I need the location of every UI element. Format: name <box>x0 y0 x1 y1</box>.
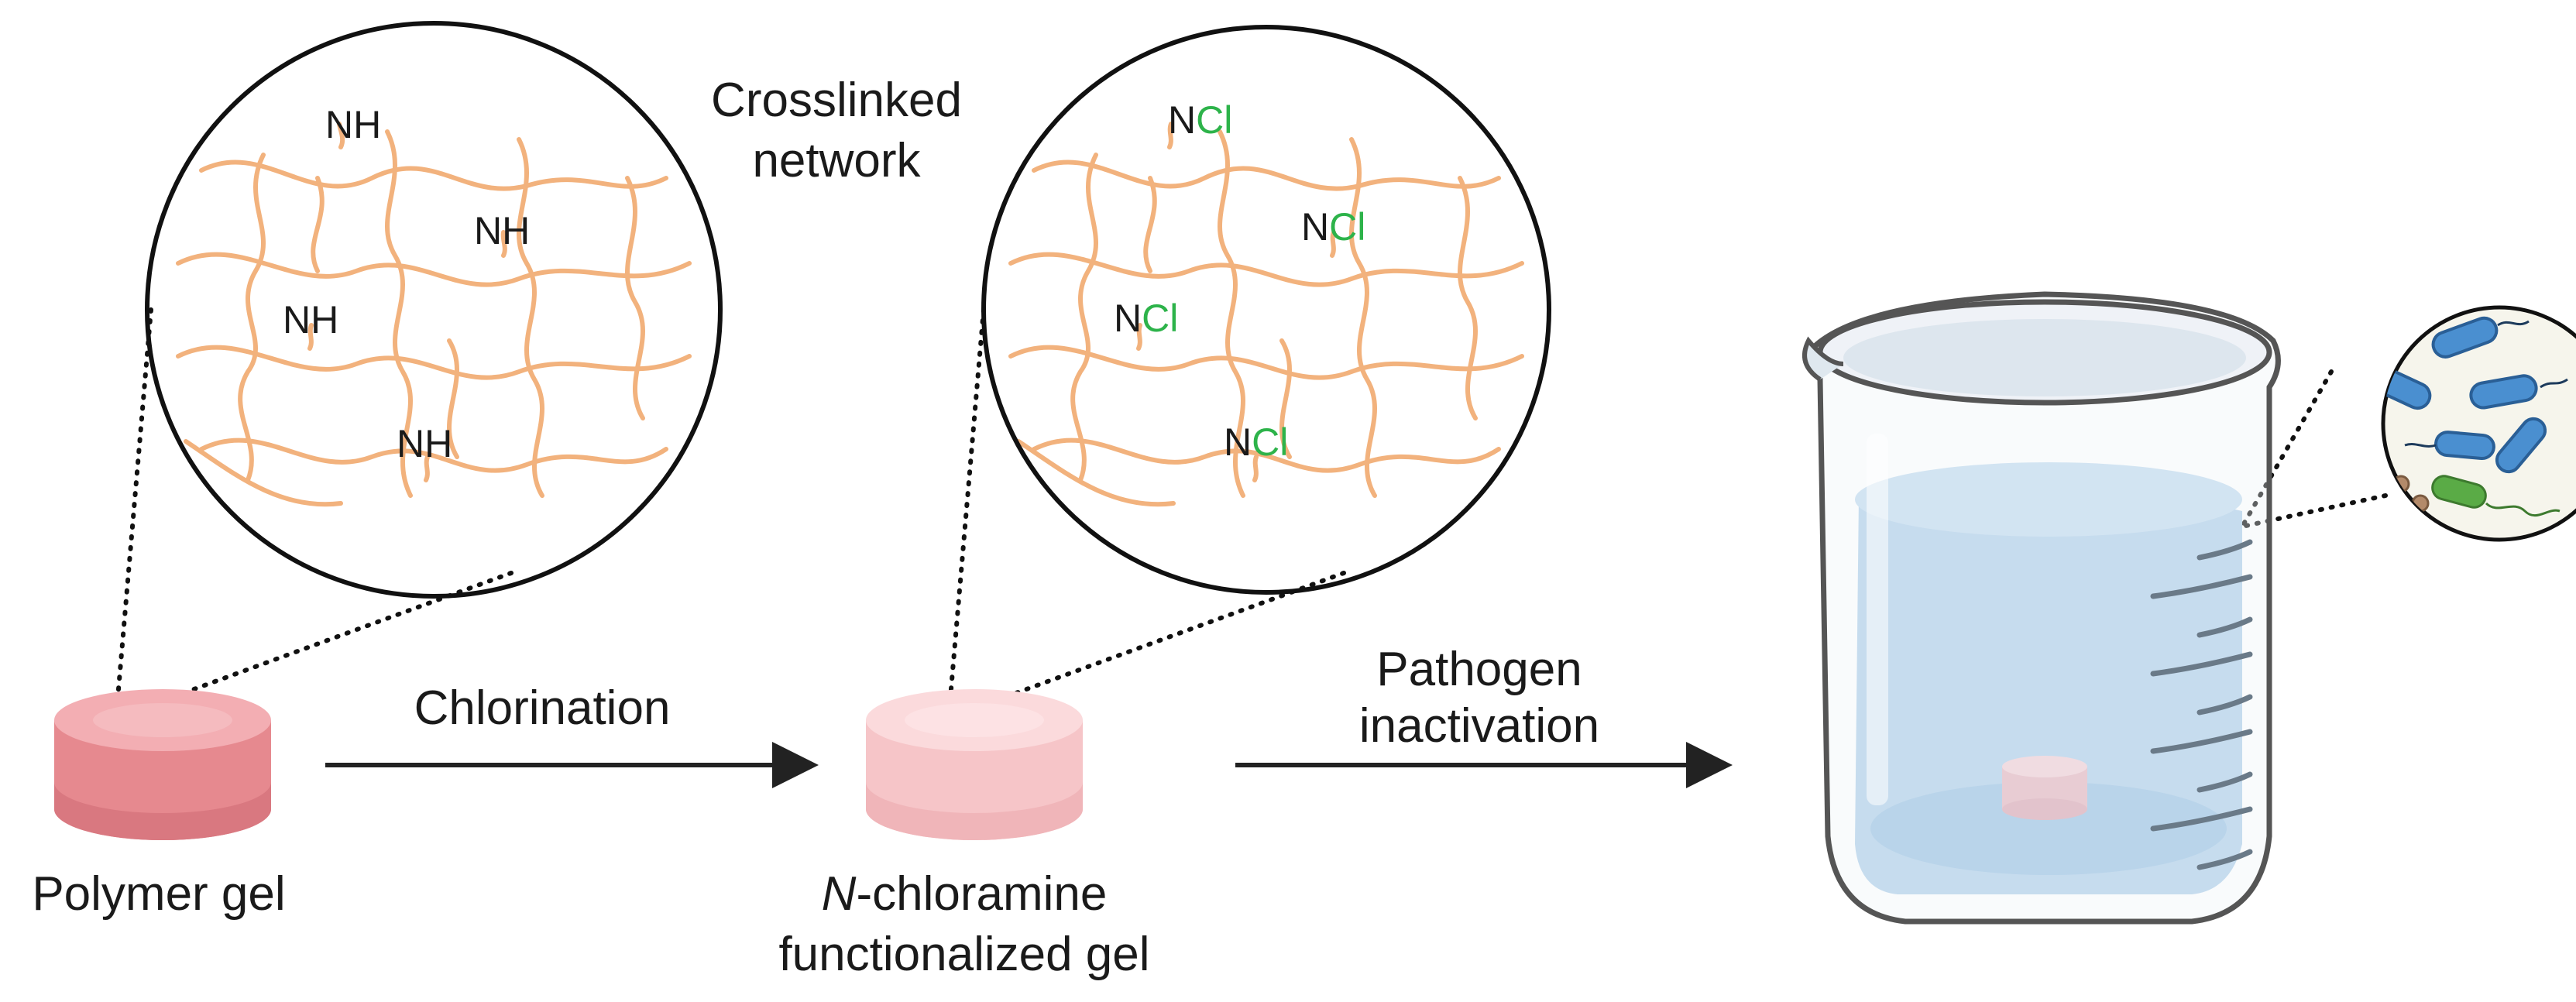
nchloramine-gel-label-line2: functionalized gel <box>778 928 1149 981</box>
chlorination-label: Chlorination <box>414 681 671 735</box>
ncl-group-label: NCl <box>1168 98 1232 142</box>
crosslinked-network-zoom: NH NH NH NH <box>145 21 723 599</box>
beaker-opening <box>1843 319 2246 396</box>
beaker <box>1802 291 2281 925</box>
crosslinked-network-label-line2: network <box>752 134 921 187</box>
glass-highlight <box>1867 434 1888 805</box>
nchloramine-gel-disc <box>866 689 1083 840</box>
beaker-base-shadow <box>1870 782 2227 875</box>
graduation-marks <box>2150 539 2253 870</box>
nh-group-label: NH <box>325 103 381 146</box>
crosslinked-network-label-line1: Crosslinked <box>711 74 962 127</box>
polymer-gel-label: Polymer gel <box>32 867 285 921</box>
nh-group-label: NH <box>474 209 530 252</box>
ncl-group-label: NCl <box>1301 205 1365 249</box>
zoom-circle-left <box>145 21 723 599</box>
nh-group-label: NH <box>283 298 338 341</box>
polymer-network-strands <box>178 122 689 504</box>
ncl-group-label: NCl <box>1224 420 1288 464</box>
chlorinated-network-strands <box>1011 122 1522 504</box>
beaker-spout <box>1802 336 1844 382</box>
zoom-circle-right <box>981 25 1551 595</box>
nh-group-label: NH <box>397 422 452 465</box>
chlorinated-network-zoom: NCl NCl NCl NCl <box>981 25 1551 595</box>
nchloramine-gel-label-line1: N-chloramine <box>822 867 1108 921</box>
pathogen-label-line1: Pathogen <box>1376 643 1582 696</box>
submerged-gel <box>2002 756 2087 820</box>
polymer-gel-disc <box>54 689 271 840</box>
water-surface <box>1855 462 2242 537</box>
pathogen-label-line2: inactivation <box>1359 699 1599 753</box>
flagella <box>2404 320 2568 448</box>
ncl-group-label: NCl <box>1114 297 1178 340</box>
pathogen-bubble <box>2381 305 2576 542</box>
green-bacterium <box>2431 475 2561 517</box>
